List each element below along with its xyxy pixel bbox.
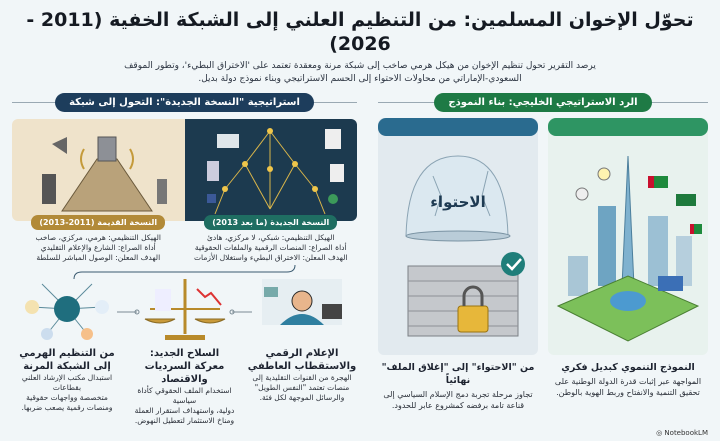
item-desc: استخدام الملف الحقوقي كأداة سياسية <box>137 386 232 405</box>
item-connectors <box>117 309 252 315</box>
subtitle-line-2: السعودي-الإماراتي من محاولات الاحتواء إل… <box>198 74 522 84</box>
versions-comparison: النسخة القديمة (2011-2013) الهيكل التنظي… <box>12 119 357 263</box>
item-desc: دولية، واستهداف استقرار العملة <box>134 406 235 415</box>
item-title-line: والاستقطاب العاطفي <box>247 361 357 372</box>
item-network: من التنظيم الهرمي إلى الشبكة المرنة استب… <box>12 279 122 426</box>
page-title: تحوّل الإخوان المسلمين: من التنظيم العلن… <box>26 9 694 55</box>
item-desc: ومناخ الاستثمار لتعطيل النهوض. <box>134 416 235 425</box>
containment-text: من "الاحتواء" إلى "إغلاق الملف" نهائياً … <box>378 361 538 411</box>
item-title-line: الإعلام الرقمي <box>265 348 339 359</box>
media-person-icon <box>262 279 342 325</box>
item-title-line: إلى الشبكة المرنة <box>23 361 111 372</box>
item-desc: استبدال مكتب الإرشاد العلني بقطاعات <box>21 373 113 392</box>
item-desc: والرسائل الموجهة لكل فئة. <box>259 393 345 402</box>
left-section-title: استراتيجية "النسخة الجديدة": التحول إلى … <box>55 93 314 112</box>
model-header <box>548 118 708 136</box>
pyramid-icon <box>42 136 167 212</box>
strategy-items: من التنظيم الهرمي إلى الشبكة المرنة استب… <box>12 279 357 426</box>
item-desc: الهجرة من القنوات التقليدية إلى <box>252 373 352 382</box>
subtitle-line-1: يرصد التقرير تحول تنظيم الإخوان من هيكل … <box>124 61 596 71</box>
city-flags-icon <box>556 155 702 342</box>
left-section: استراتيجية "النسخة الجديدة": التحول إلى … <box>12 92 357 426</box>
containment-desc: تجاوز مرحلة تجربة دمج الإسلام السياسي إل… <box>383 390 533 399</box>
containment-column: الاحتواء من "الاحتواء" إلى "إغلاق الملف"… <box>378 118 538 411</box>
item-desc: ومنصات رقمية يصعب ضربها. <box>21 403 113 412</box>
item-title-line: من التنظيم الهرمي <box>19 348 115 359</box>
left-section-header: استراتيجية "النسخة الجديدة": التحول إلى … <box>12 92 357 113</box>
item-narrative-economy: السلاح الجديد: معركة السرديات والاقتصاد … <box>130 279 240 426</box>
notebooklm-logo-icon: ◎ <box>656 429 665 437</box>
model-panel <box>548 118 708 355</box>
model-title: النموذج التنموي كبديل فكري <box>561 362 695 373</box>
item-digital-media: الإعلام الرقمي والاستقطاب العاطفي الهجرة… <box>247 279 357 426</box>
right-section-title: الرد الاستراتيجي الخليجي: بناء النموذج <box>434 93 652 112</box>
old-version-illustration <box>12 119 185 221</box>
model-desc: المواجهة عبر إثبات قدرة الدولة الوطنية ع… <box>554 377 702 386</box>
new-version-label: النسخة الجديدة (ما بعد 2013) <box>204 215 338 230</box>
model-desc: تحقيق التنمية والانفتاح وربط الهوية بالو… <box>556 388 700 397</box>
item-title-line: السلاح الجديد: <box>149 348 220 359</box>
new-version-illustration <box>184 119 357 221</box>
new-tool: أداة الصراع: المنصات الرقمية والملفات ال… <box>194 243 347 252</box>
containment-panel: الاحتواء <box>378 118 538 355</box>
old-goal: الهدف المعلن: الوصول المباشر للسلطة <box>36 253 161 262</box>
item-desc: متخصصة وواجهات حقوقية <box>26 393 108 402</box>
old-version-label: النسخة القديمة (2011-2013) <box>31 215 166 230</box>
containment-header <box>378 118 538 136</box>
new-version-details: الهيكل التنظيمي: شبكي، لا مركزي، هادئ أد… <box>191 233 351 263</box>
new-structure: الهيكل التنظيمي: شبكي، لا مركزي، هادئ <box>206 233 335 242</box>
page-subtitle: يرصد التقرير تحول تنظيم الإخوان من هيكل … <box>80 60 640 86</box>
main-content: استراتيجية "النسخة الجديدة": التحول إلى … <box>12 92 708 426</box>
containment-title: من "الاحتواء" إلى "إغلاق الملف" نهائياً <box>381 362 535 386</box>
old-tool: أداة الصراع: الشارع والإعلام التقليدي <box>40 243 156 252</box>
scales-icon <box>144 279 225 340</box>
old-structure: الهيكل التنظيمي: هرمي، مركزي، صاخب <box>35 233 161 242</box>
item-desc: منصات تعتمد "النفس الطويل" <box>254 383 350 392</box>
new-version: النسخة الجديدة (ما بعد 2013) الهيكل التن… <box>184 119 357 263</box>
model-column: النموذج التنموي كبديل فكري المواجهة عبر … <box>548 118 708 411</box>
old-version-details: الهيكل التنظيمي: هرمي، مركزي، صاخب أداة … <box>33 233 164 263</box>
old-version: النسخة القديمة (2011-2013) الهيكل التنظي… <box>12 119 185 263</box>
right-section: الرد الاستراتيجي الخليجي: بناء النموذج <box>378 92 708 426</box>
right-columns: الاحتواء من "الاحتواء" إلى "إغلاق الملف"… <box>378 118 708 411</box>
model-text: النموذج التنموي كبديل فكري المواجهة عبر … <box>548 361 708 398</box>
network-tree-icon <box>206 128 344 215</box>
connector-line <box>73 264 295 279</box>
dome-wall-lock-icon <box>405 155 525 337</box>
dome-label: الاحتواء <box>430 193 486 211</box>
notebooklm-watermark: ◎ NotebookLM <box>12 429 708 437</box>
item-title-line: معركة السرديات والاقتصاد <box>144 361 225 385</box>
brand-label: NotebookLM <box>664 429 708 437</box>
new-goal: الهدف المعلن: الاختراق البطيء واستغلال ا… <box>193 253 348 262</box>
network-hub-icon <box>25 283 109 340</box>
right-section-header: الرد الاستراتيجي الخليجي: بناء النموذج <box>378 92 708 113</box>
